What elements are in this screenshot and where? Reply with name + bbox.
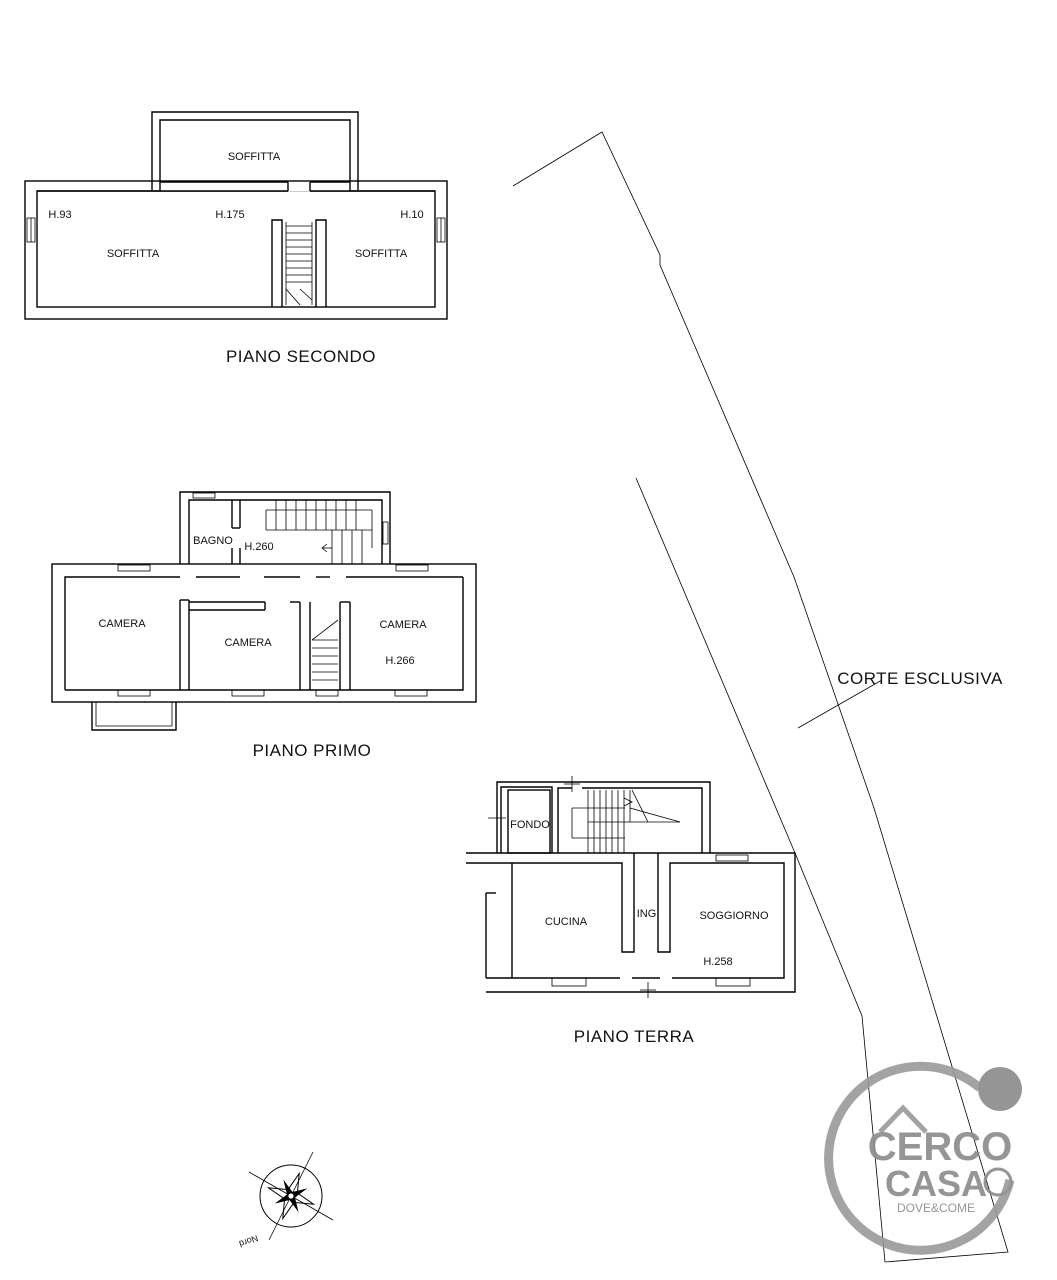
floor-title-ground: PIANO TERRA: [574, 1027, 695, 1046]
room-label: SOFFITTA: [228, 151, 281, 163]
room-label: SOFFITTA: [107, 248, 160, 260]
room-label: FONDO: [510, 819, 550, 831]
compass-label: Nord: [238, 1233, 260, 1249]
height-label: H.93: [48, 209, 71, 221]
logo-line1: CERCO: [868, 1125, 1012, 1169]
height-label: H.260: [244, 541, 273, 553]
room-label: SOFFITTA: [355, 248, 408, 260]
court-outline: [512, 131, 1009, 1263]
cercocasa-logo: CERCO CASA DOVE&COME: [824, 1061, 1022, 1255]
room-label: CAMERA: [224, 637, 272, 649]
court-leader-line: [797, 679, 883, 729]
room-label: CUCINA: [545, 916, 588, 928]
height-label: H.266: [385, 655, 414, 667]
room-label: CAMERA: [379, 619, 427, 631]
first-floor-plan: [51, 491, 477, 731]
room-label: BAGNO: [193, 535, 233, 547]
logo-tagline: DOVE&COME: [897, 1201, 975, 1215]
room-label: SOGGIORNO: [699, 910, 769, 922]
court-label: CORTE ESCLUSIVA: [837, 669, 1003, 688]
ground-floor-plan: [466, 776, 796, 998]
room-label: ING.: [637, 908, 660, 920]
second-floor-plan: [24, 111, 448, 320]
compass-rose-icon: [248, 1151, 334, 1241]
floor-title-first: PIANO PRIMO: [253, 741, 372, 760]
height-label: H.175: [215, 209, 244, 221]
room-label: CAMERA: [98, 618, 146, 630]
height-label: H.258: [703, 956, 732, 968]
height-label: H.10: [400, 209, 423, 221]
floor-title-second: PIANO SECONDO: [226, 347, 376, 366]
logo-line2: CASA: [885, 1163, 987, 1204]
